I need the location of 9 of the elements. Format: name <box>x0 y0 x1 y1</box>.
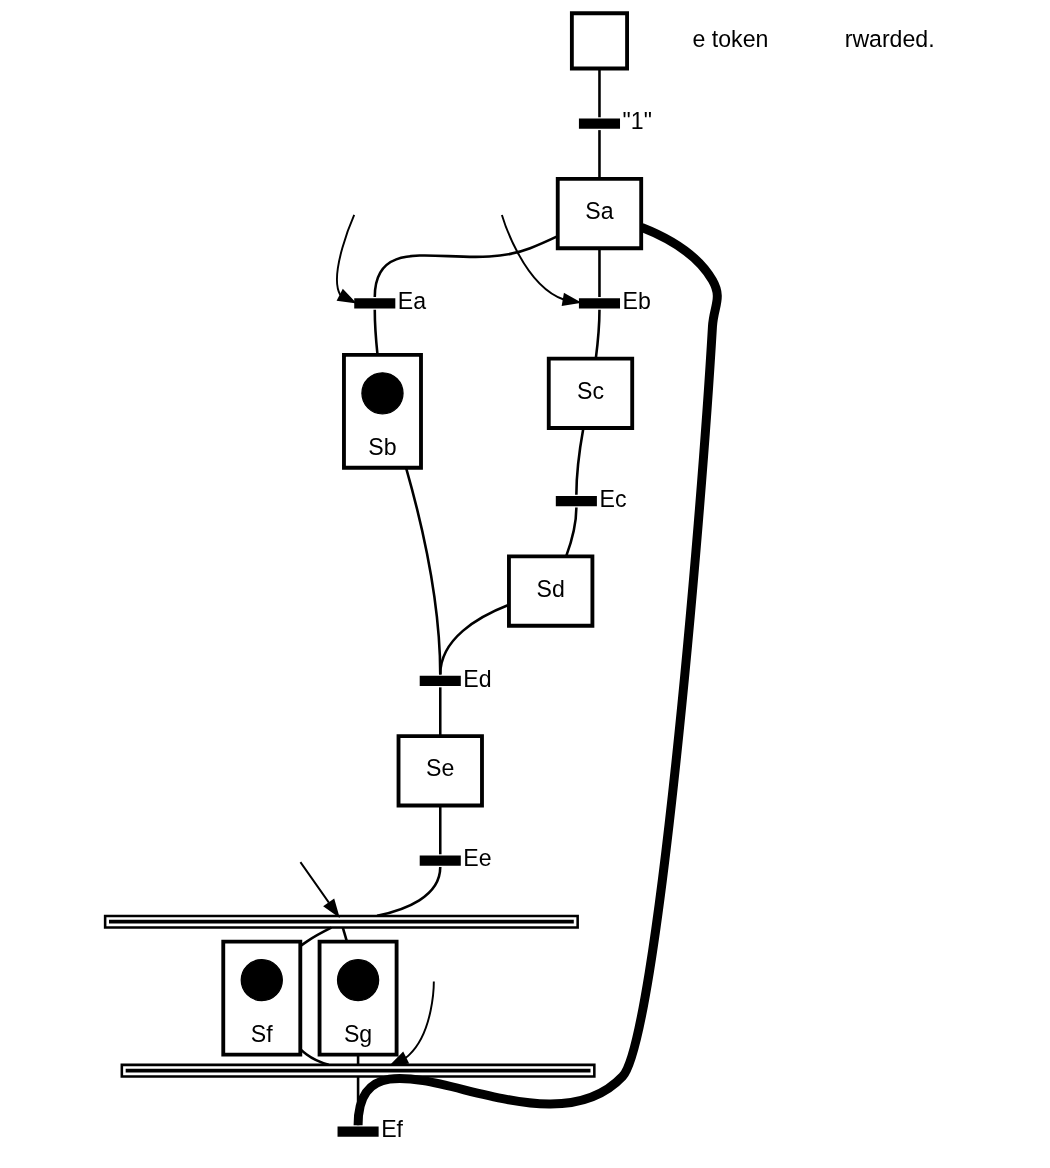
node-label: Eb <box>622 288 651 315</box>
node-label: Ec <box>599 485 627 512</box>
node-label: "1" <box>622 108 652 135</box>
node-label: Ed <box>463 665 492 692</box>
node-label: Ee <box>463 845 492 872</box>
node-label: Ea <box>397 288 427 315</box>
label: rwarded. <box>844 25 935 52</box>
node-label: Ef <box>381 1116 404 1143</box>
label: e token <box>692 25 769 52</box>
